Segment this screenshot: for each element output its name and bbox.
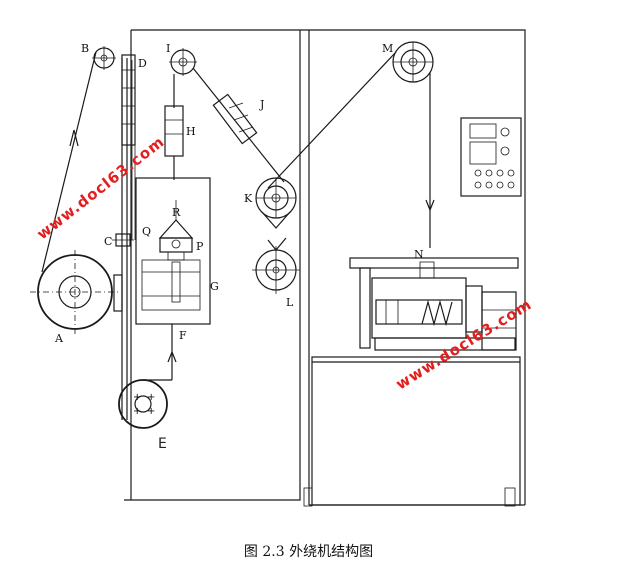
label-h: H [186, 125, 196, 138]
control-panel [460, 117, 522, 197]
pulley-b [92, 46, 116, 70]
label-c: C [104, 235, 112, 248]
label-i: I [166, 42, 170, 55]
winding-mechanism-n [349, 257, 519, 351]
label-a: A [54, 332, 64, 345]
pulley-k [255, 177, 297, 229]
label-r: R [172, 206, 181, 219]
svg-text:+: + [147, 406, 155, 417]
label-f: F [179, 329, 187, 342]
label-e: E [158, 436, 167, 452]
pulley-m [392, 41, 434, 83]
winding-head-g [135, 177, 211, 325]
label-m: M [382, 42, 393, 55]
reel-e: + + + + [118, 379, 172, 429]
reel-a [30, 250, 120, 334]
svg-text:+: + [133, 392, 141, 403]
pulley-i [169, 48, 197, 76]
component-labels: A B C D E F G H I J K L M N P Q R [54, 42, 424, 452]
tensioner-h [164, 74, 184, 180]
label-p: P [196, 240, 204, 253]
tension-weight-j [192, 67, 285, 183]
guide-d [121, 54, 136, 146]
label-d: D [138, 57, 147, 70]
wire-a-to-b [41, 51, 97, 273]
label-l: L [286, 296, 294, 309]
clamp-c [112, 233, 134, 247]
svg-text:+: + [133, 406, 141, 417]
svg-text:+: + [147, 392, 155, 403]
wire-f [167, 324, 177, 380]
watermark-right: www.docl63.com [393, 295, 536, 393]
machine-structure-diagram: + + + + [30, 29, 536, 507]
label-q: Q [142, 225, 151, 238]
label-g: G [210, 280, 219, 293]
pulley-l [252, 237, 300, 294]
label-k: K [244, 192, 253, 205]
wire-m [267, 51, 435, 248]
label-j: J [259, 98, 264, 111]
label-n: N [414, 248, 424, 261]
figure-caption: 图 2.3 外绕机结构图 [243, 544, 374, 560]
label-b: B [81, 42, 89, 55]
